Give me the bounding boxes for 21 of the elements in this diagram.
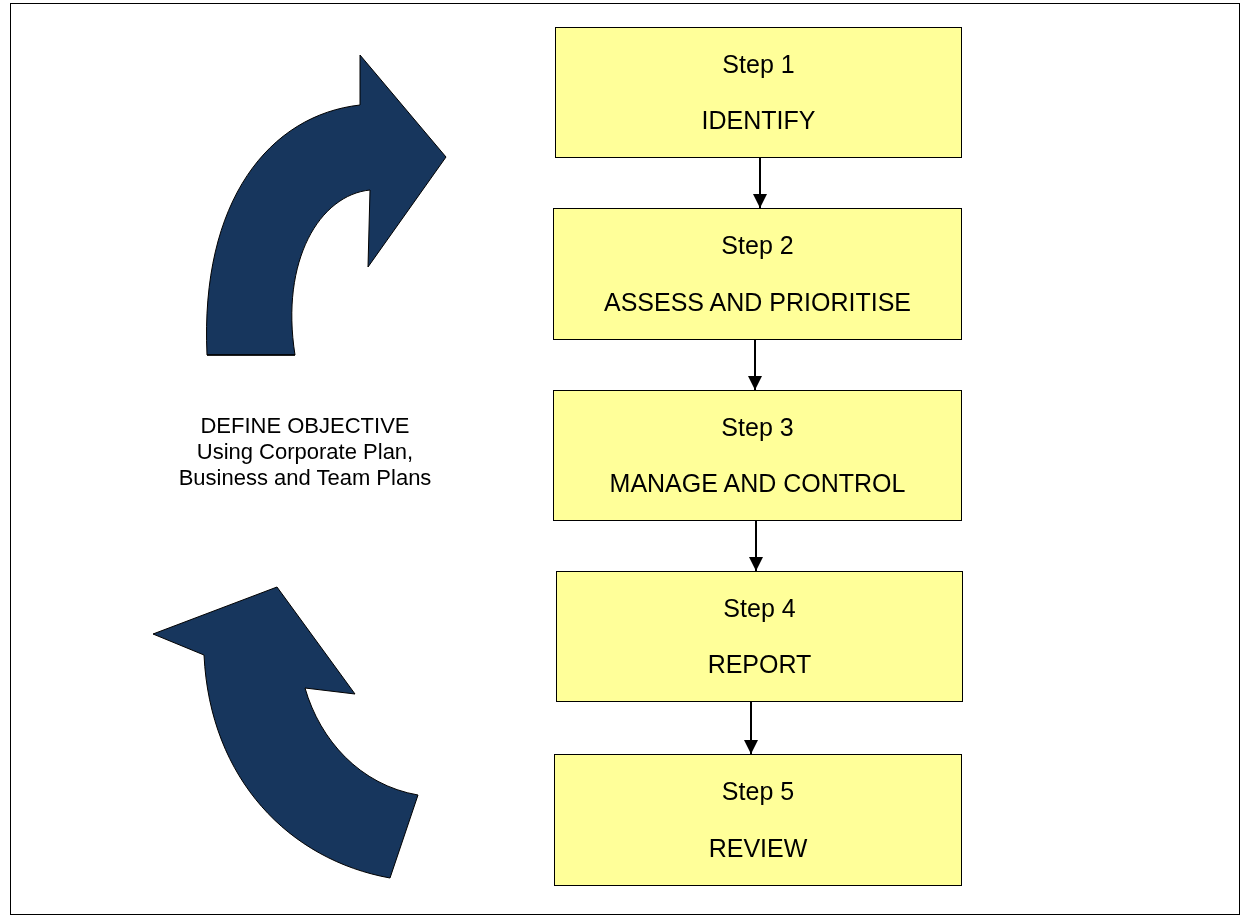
objective-text: Using Corporate Plan, Business and Team Plans [177,439,433,491]
step-number: Step 3 [721,411,794,443]
step-title: ASSESS AND PRIORITISE [604,286,911,318]
objective-heading: DEFINE OBJECTIVE [200,413,410,439]
step-box [553,390,962,521]
step-title: REPORT [707,649,812,680]
step-box [555,27,962,158]
step-number: Step 4 [723,592,796,624]
step-title: REVIEW [708,832,808,864]
step-box [556,571,963,702]
step-number: Step 5 [721,775,795,807]
arrow [748,339,762,391]
step-box [554,754,962,886]
step-number: Step 2 [721,229,794,261]
step-number: Step 1 [722,48,795,80]
step-title: IDENTIFY [701,105,816,136]
step-title: MANAGE AND CONTROL [609,468,906,499]
arrow [753,157,767,209]
arrow [744,701,758,755]
step-box [553,208,962,340]
arrow [749,520,763,572]
